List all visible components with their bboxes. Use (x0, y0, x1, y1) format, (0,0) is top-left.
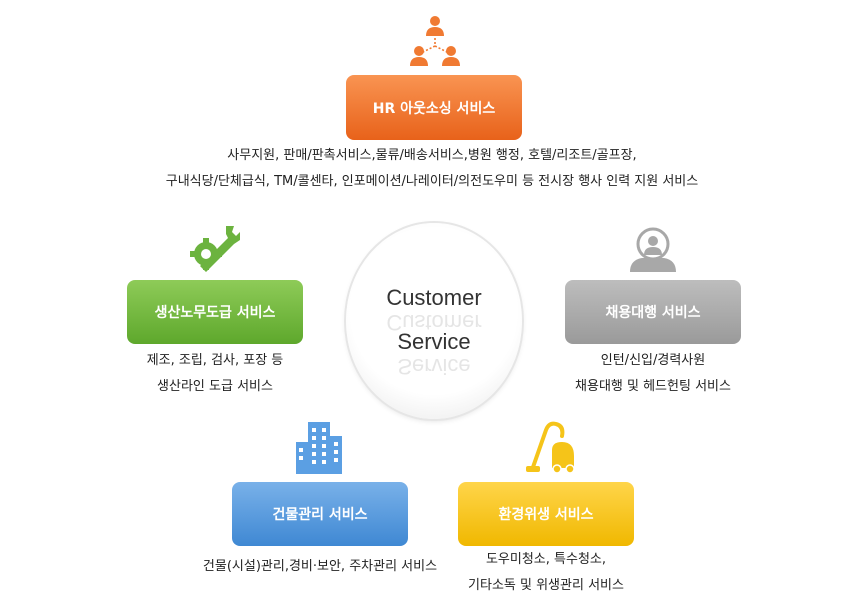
recruiting-label: 채용대행 서비스 (605, 305, 701, 321)
recruiting-desc-line1: 인턴/신입/경력사원 (600, 353, 706, 368)
customer-service-circle: Customer Customer Service Service (346, 223, 522, 419)
environment-desc-line1: 도우미청소, 특수청소, (485, 552, 607, 567)
hr-outsourcing-button[interactable]: HR 아웃소싱 서비스 (346, 75, 522, 140)
hr-desc-line1: 사무지원, 판매/판촉서비스,물류/배송서비스,병원 행정, 호텔/리조트/골프… (227, 148, 637, 163)
building-description: 건물(시설)관리,경비·보안, 주차관리 서비스 (160, 554, 480, 580)
environment-description: 도우미청소, 특수청소, 기타소독 및 위생관리 서비스 (420, 547, 672, 599)
building-desc-line1: 건물(시설)관리,경비·보안, 주차관리 서비스 (202, 559, 438, 574)
people-network-icon (410, 16, 460, 66)
production-outsourcing-button[interactable]: 생산노무도급 서비스 (127, 280, 303, 344)
vacuum-cleaner-icon (526, 421, 575, 474)
recruiting-service-button[interactable]: 채용대행 서비스 (565, 280, 741, 344)
production-desc-line2: 생산라인 도급 서비스 (157, 379, 273, 394)
production-desc-line1: 제조, 조립, 검사, 포장 등 (146, 353, 284, 368)
hr-outsourcing-label: HR 아웃소싱 서비스 (372, 100, 496, 117)
gear-wrench-icon (190, 226, 240, 272)
building-icon (296, 422, 342, 474)
center-line1: Customer (386, 285, 482, 310)
magnifier-person-icon (630, 227, 676, 272)
center-line2: Service (397, 329, 471, 354)
recruiting-desc-line2: 채용대행 및 헤드헌팅 서비스 (575, 379, 731, 394)
environment-hygiene-button[interactable]: 환경위생 서비스 (458, 482, 634, 546)
recruiting-description: 인턴/신입/경력사원 채용대행 및 헤드헌팅 서비스 (528, 348, 778, 400)
environment-desc-line2: 기타소독 및 위생관리 서비스 (468, 578, 624, 593)
hr-outsourcing-description: 사무지원, 판매/판촉서비스,물류/배송서비스,병원 행정, 호텔/리조트/골프… (120, 143, 744, 195)
production-label: 생산노무도급 서비스 (154, 305, 276, 321)
hr-desc-line2: 구내식당/단체급식, TM/콜센타, 인포메이션/나레이터/의전도우미 등 전시… (165, 174, 699, 189)
building-management-button[interactable]: 건물관리 서비스 (232, 482, 408, 546)
environment-label: 환경위생 서비스 (498, 507, 594, 523)
production-description: 제조, 조립, 검사, 포장 등 생산라인 도급 서비스 (90, 348, 340, 400)
building-label: 건물관리 서비스 (272, 507, 368, 523)
center-line2-reflection: Service (397, 354, 471, 379)
